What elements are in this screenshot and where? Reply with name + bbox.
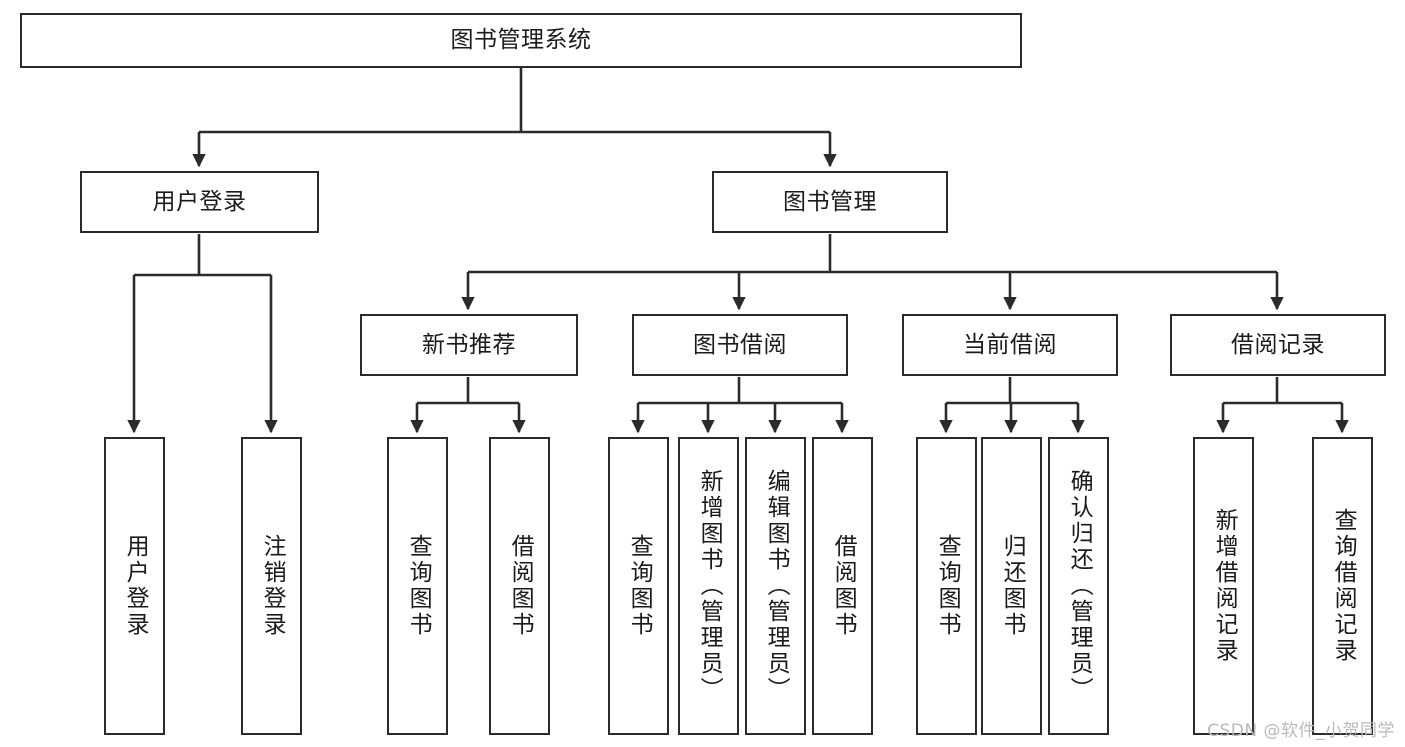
node-leaf-user-login[interactable]: 用户登录: [104, 437, 165, 735]
node-leaf-edit-book-label: 编辑图书（管理员）: [763, 469, 790, 703]
node-leaf-return-book[interactable]: 归还图书: [981, 437, 1042, 735]
node-current-borrow[interactable]: 当前借阅: [902, 314, 1118, 376]
node-leaf-query-book-3-label: 查询图书: [934, 534, 961, 638]
node-leaf-borrow-book-1[interactable]: 借阅图书: [489, 437, 550, 735]
node-leaf-user-login-label: 用户登录: [122, 534, 149, 638]
node-leaf-query-book-2[interactable]: 查询图书: [608, 437, 669, 735]
node-leaf-borrow-book-2[interactable]: 借阅图书: [812, 437, 873, 735]
node-leaf-confirm-return[interactable]: 确认归还（管理员）: [1048, 437, 1109, 735]
node-root[interactable]: 图书管理系统: [20, 13, 1022, 68]
node-leaf-query-record[interactable]: 查询借阅记录: [1312, 437, 1373, 735]
node-current-borrow-label: 当前借阅: [963, 331, 1057, 358]
node-borrow-record[interactable]: 借阅记录: [1170, 314, 1386, 376]
node-user-login[interactable]: 用户登录: [80, 171, 319, 233]
node-new-book-recommend[interactable]: 新书推荐: [360, 314, 578, 376]
node-leaf-query-book-3[interactable]: 查询图书: [916, 437, 977, 735]
node-leaf-add-book[interactable]: 新增图书（管理员）: [678, 437, 739, 735]
node-leaf-query-book-1[interactable]: 查询图书: [387, 437, 448, 735]
node-book-borrow-label: 图书借阅: [693, 331, 787, 358]
node-leaf-borrow-book-1-label: 借阅图书: [507, 534, 534, 638]
node-leaf-add-book-label: 新增图书（管理员）: [696, 469, 723, 703]
node-root-label: 图书管理系统: [450, 27, 592, 54]
node-leaf-query-record-label: 查询借阅记录: [1330, 508, 1357, 664]
node-leaf-confirm-return-label: 确认归还（管理员）: [1066, 469, 1093, 703]
node-borrow-record-label: 借阅记录: [1231, 331, 1325, 358]
node-leaf-query-book-2-label: 查询图书: [626, 534, 653, 638]
watermark: CSDN @软件_小贺同学: [1207, 721, 1395, 741]
node-leaf-edit-book[interactable]: 编辑图书（管理员）: [745, 437, 806, 735]
node-leaf-add-record[interactable]: 新增借阅记录: [1193, 437, 1254, 735]
node-leaf-add-record-label: 新增借阅记录: [1211, 508, 1238, 664]
node-leaf-borrow-book-2-label: 借阅图书: [830, 534, 857, 638]
node-leaf-return-book-label: 归还图书: [999, 534, 1026, 638]
node-leaf-logout-login[interactable]: 注销登录: [241, 437, 302, 735]
node-new-book-recommend-label: 新书推荐: [422, 331, 516, 358]
node-leaf-query-book-1-label: 查询图书: [405, 534, 432, 638]
node-leaf-logout-login-label: 注销登录: [259, 534, 286, 638]
node-book-management[interactable]: 图书管理: [712, 171, 948, 233]
node-book-borrow[interactable]: 图书借阅: [632, 314, 848, 376]
node-user-login-label: 用户登录: [152, 188, 247, 215]
node-book-management-label: 图书管理: [783, 188, 877, 215]
